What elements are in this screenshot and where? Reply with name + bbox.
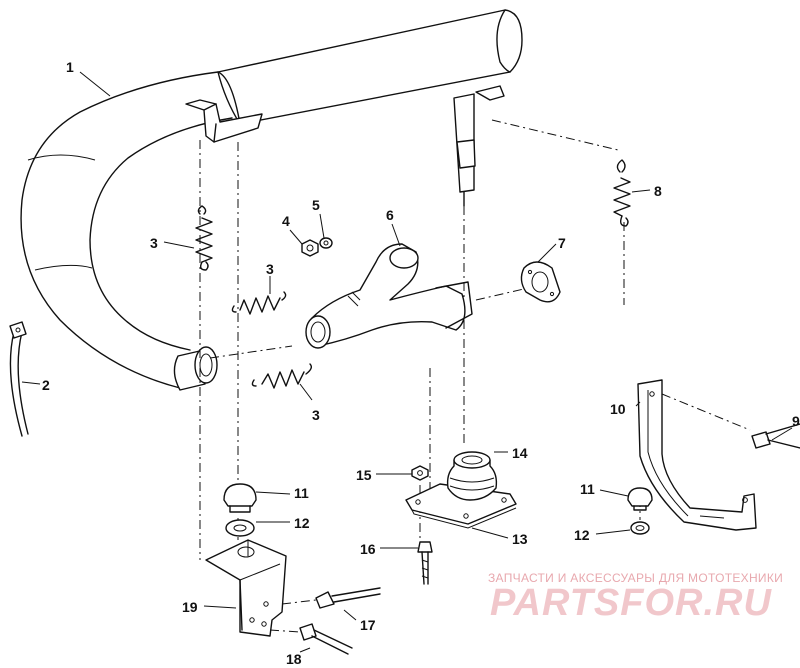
callout-14: 14 [512,445,528,461]
callout-19: 19 [182,599,198,615]
callout-4: 4 [282,213,290,229]
cable-part-17 [281,587,381,609]
spring-3-upper [195,205,213,271]
callout-3-middle: 3 [266,261,274,277]
nut-part-4 [301,239,319,257]
spring-3-middle [231,291,287,315]
bracket-part-19 [205,539,287,637]
y-pipe-part-6 [305,243,473,349]
callout-3-lower: 3 [312,407,320,423]
callout-labels: 1 2 3 3 3 4 5 6 7 8 9 10 11 11 12 12 13 … [42,59,800,667]
washer-part-5 [319,237,333,249]
spring-3-lower [251,363,313,389]
alignment-lines [199,119,751,560]
callout-18: 18 [286,651,302,667]
muffler-pipe [20,9,523,391]
strap-part-2 [9,321,29,437]
leader-lines [21,71,793,653]
bracket-part-10 [637,379,757,531]
isolator-part-14 [446,451,498,501]
callout-11-left: 11 [294,485,309,501]
callout-17: 17 [360,617,376,633]
watermark-brand: PARTSFOR.RU [490,582,772,624]
gasket-part-7 [520,261,561,303]
callout-10: 10 [610,401,626,417]
grommet-part-11-right [627,487,653,511]
nut-part-15 [411,465,429,481]
cable-part-18 [269,623,353,655]
callout-1: 1 [66,59,74,75]
callout-12-right: 12 [574,527,590,543]
spring-part-8 [613,159,631,227]
callout-5: 5 [312,197,320,213]
callout-9: 9 [792,413,800,429]
grommet-part-11-left [223,483,257,513]
callout-2: 2 [42,377,50,393]
callout-8: 8 [654,183,662,199]
callout-16: 16 [360,541,376,557]
callout-15: 15 [356,467,372,483]
washer-part-12-right [630,521,650,535]
callout-6: 6 [386,207,394,223]
cable-part-9 [751,423,800,449]
callout-13: 13 [512,531,528,547]
callout-7: 7 [558,235,566,251]
callout-3-upper: 3 [150,235,158,251]
callout-11-right: 11 [580,481,595,497]
callout-12-left: 12 [294,515,310,531]
bolt-part-16 [417,541,433,585]
watermark-tagline: ЗАПЧАСТИ И АКСЕССУАРЫ ДЛЯ МОТОТЕХНИКИ [488,571,784,585]
washer-part-12-left [225,519,255,537]
